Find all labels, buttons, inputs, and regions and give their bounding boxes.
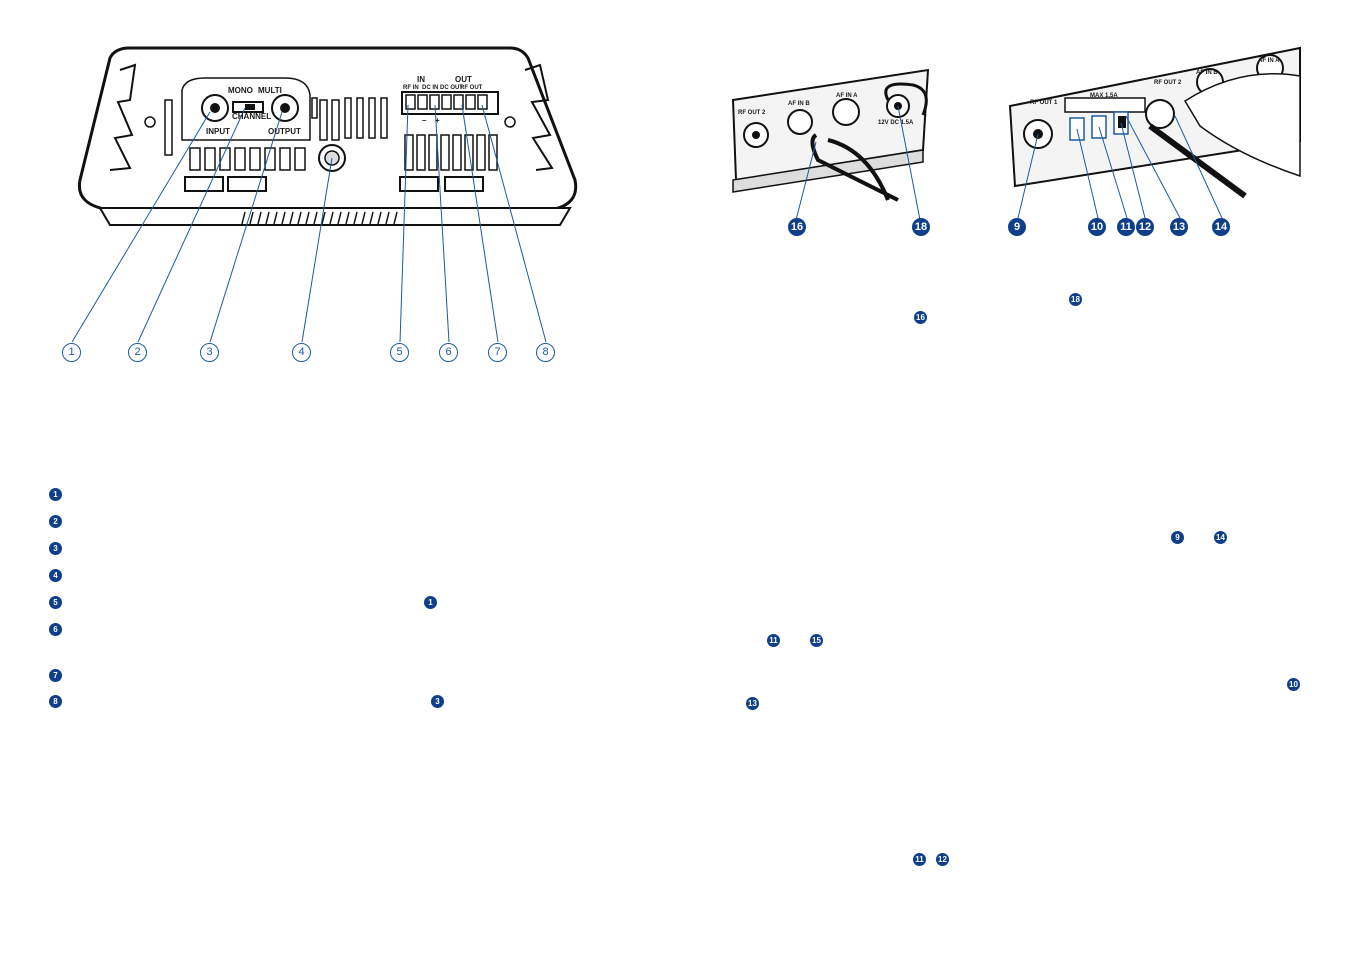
max-label-b: MAX 1.5A: [1090, 93, 1118, 99]
callout-3: 3: [200, 343, 219, 362]
rf-out-2-label-b: RF OUT 2: [1154, 80, 1182, 86]
callout-14: 14: [1212, 218, 1230, 236]
legend-marker-1: 1: [49, 488, 62, 501]
inline-ref-12: 12: [936, 853, 949, 866]
rf-in-label: RF IN: [403, 85, 419, 91]
legend-marker-3: 3: [49, 542, 62, 555]
inline-ref-14: 14: [1214, 531, 1227, 544]
callout-12: 12: [1136, 218, 1154, 236]
connection-photo-a: [731, 68, 930, 220]
output-label: OUTPUT: [268, 127, 301, 136]
inline-ref-10: 10: [1287, 678, 1300, 691]
callout-11: 11: [1117, 218, 1135, 236]
dc-in-label: DC IN: [422, 85, 439, 91]
callout-1: 1: [62, 343, 81, 362]
af-in-a-label-b: AF IN A: [1258, 58, 1280, 64]
af-in-b-label-b: AF IN B: [1196, 70, 1218, 76]
callout-9: 9: [1008, 218, 1026, 236]
legend-marker-2: 2: [49, 515, 62, 528]
inline-ref-9: 9: [1171, 531, 1184, 544]
input-label: INPUT: [206, 127, 230, 136]
mono-label: MONO: [228, 86, 253, 95]
legend-marker-7: 7: [49, 669, 62, 682]
callout-5: 5: [390, 343, 409, 362]
dc-out-label: DC OUT: [440, 85, 463, 91]
rf-out-1-label-b: RF OUT 1: [1030, 100, 1058, 106]
plus-label: +: [435, 116, 440, 125]
legend-marker-5: 5: [49, 596, 62, 609]
callout-7: 7: [488, 343, 507, 362]
rear-panel-illustration: [71, 46, 578, 343]
rf-out-2-label-a: RF OUT 2: [738, 110, 766, 116]
connection-photo-b: [1008, 46, 1301, 219]
af-in-a-label-a: AF IN A: [836, 93, 858, 99]
multi-label: MULTI: [258, 86, 282, 95]
inline-ref-11a: 11: [767, 634, 780, 647]
legend-ref-1: 1: [424, 596, 437, 609]
legend-marker-8: 8: [49, 695, 62, 708]
callout-16: 16: [788, 218, 806, 236]
minus-label: –: [422, 116, 427, 125]
callout-10: 10: [1088, 218, 1106, 236]
af-in-b-label-a: AF IN B: [788, 101, 810, 107]
in-label: IN: [417, 75, 425, 84]
channel-label: CHANNEL: [232, 112, 272, 121]
inline-ref-18: 18: [1069, 293, 1082, 306]
inline-ref-13: 13: [746, 697, 759, 710]
legend-ref-3: 3: [431, 695, 444, 708]
legend-marker-4: 4: [49, 569, 62, 582]
rf-out-label: RF OUT: [460, 85, 483, 91]
inline-ref-11b: 11: [913, 853, 926, 866]
callout-6: 6: [439, 343, 458, 362]
out-label: OUT: [455, 75, 472, 84]
legend-marker-6: 6: [49, 623, 62, 636]
power-label-a: 12V DC 1.5A: [878, 120, 914, 126]
callout-8: 8: [536, 343, 555, 362]
callout-2: 2: [128, 343, 147, 362]
callout-18: 18: [912, 218, 930, 236]
inline-ref-15: 15: [810, 634, 823, 647]
callout-13: 13: [1170, 218, 1188, 236]
inline-ref-16: 16: [914, 311, 927, 324]
callout-4: 4: [292, 343, 311, 362]
